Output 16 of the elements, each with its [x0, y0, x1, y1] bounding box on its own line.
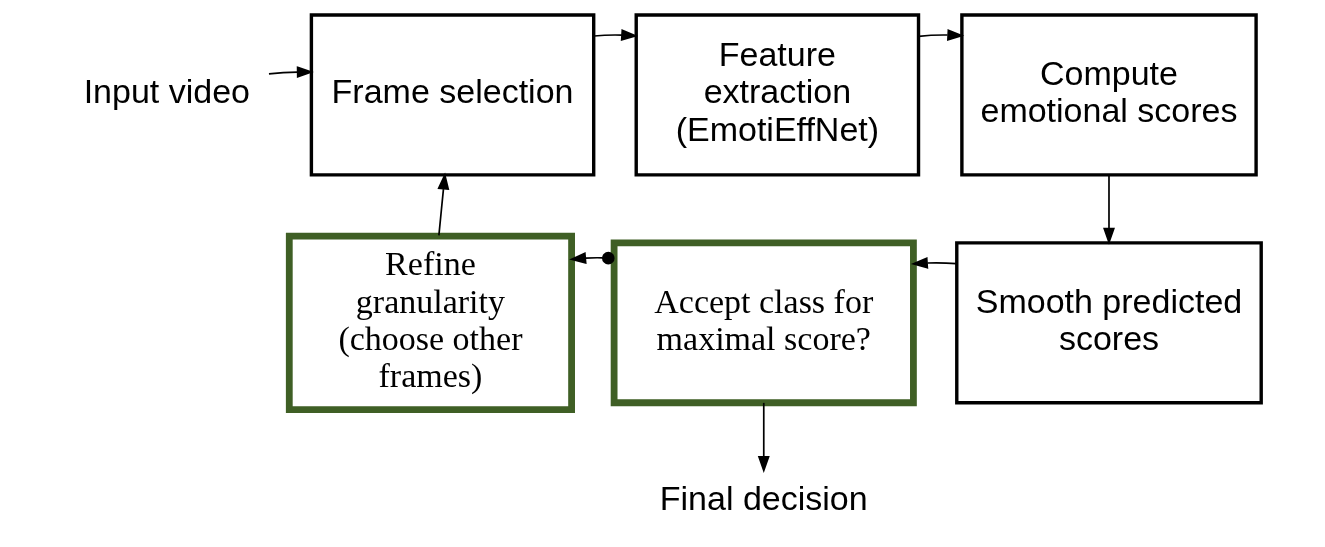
arrow	[757, 402, 770, 474]
node-text: Final decision	[659, 478, 868, 517]
node-text: Input video	[83, 72, 250, 111]
arrow	[592, 29, 638, 41]
node-box: Smooth predicted scores	[954, 241, 1263, 405]
arrow	[267, 66, 314, 79]
node-box: Refine granularity (choose other frames)	[285, 232, 575, 413]
arrow	[917, 29, 964, 41]
arrow	[436, 172, 449, 237]
node-box: Compute emotional scores	[959, 13, 1258, 177]
node-box: Feature extraction (EmotiEffNet)	[634, 13, 920, 177]
node-box: Frame selection	[309, 13, 595, 177]
arrow	[1102, 174, 1115, 245]
arrow	[910, 257, 957, 269]
node-box: Accept class for maximal score?	[610, 239, 917, 407]
arrow	[568, 251, 615, 265]
